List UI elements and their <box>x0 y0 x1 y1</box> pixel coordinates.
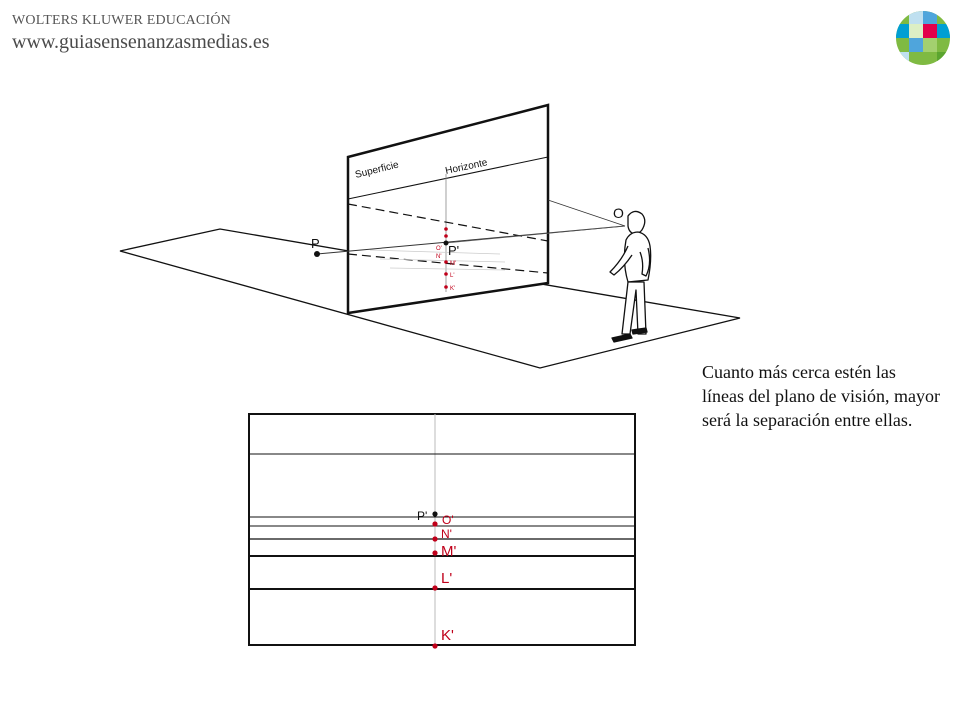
publisher-name: WOLTERS KLUWER EDUCACIÓN <box>12 13 231 28</box>
mark-label-l: L' <box>450 273 454 279</box>
mark-label-k: K' <box>450 286 455 292</box>
observer-line <box>547 199 626 227</box>
elevation-point <box>432 643 438 649</box>
elevation-point-label: L' <box>441 570 452 587</box>
header: WOLTERS KLUWER EDUCACIÓN www.guiasensena… <box>12 13 270 54</box>
label-p: P <box>311 236 320 251</box>
elevation-point-label: O' <box>442 513 454 527</box>
sight-line-lower <box>445 225 626 244</box>
ground-plane <box>119 228 741 369</box>
elevation-point <box>432 585 438 591</box>
elevation-point-label: P' <box>417 509 427 523</box>
elevation-point <box>432 536 438 542</box>
dashed-line-lower <box>347 253 549 274</box>
elevation-point <box>432 521 438 527</box>
website-link[interactable]: www.guiasensenanzasmedias.es <box>12 31 270 53</box>
elevation-point <box>432 511 438 517</box>
mark-label-n: N' <box>436 254 441 260</box>
horizon-line <box>347 156 549 200</box>
elevation-point <box>432 550 438 556</box>
picture-plane <box>346 103 550 315</box>
point-p <box>314 251 320 257</box>
elevation-point-label: N' <box>441 527 452 541</box>
elevation-point-label: K' <box>441 627 454 644</box>
observer-figure-icon <box>609 210 652 343</box>
elevation-point-label: M' <box>441 543 456 560</box>
elevation-frame <box>248 413 636 646</box>
elevation-lines: P' O'N' M' L' K' <box>249 509 635 649</box>
mark-label-o: O' <box>436 246 442 252</box>
label-p-prime: P' <box>448 243 459 258</box>
dashed-line-upper <box>347 203 549 242</box>
point-p-prime <box>443 240 449 246</box>
mark-label-m: M' <box>450 261 456 267</box>
small-marks <box>444 227 448 289</box>
caption-text: Cuanto más cerca estén las líneas del pl… <box>702 362 940 430</box>
faint-ground-lines <box>369 249 506 271</box>
wolters-kluwer-logo-icon <box>896 11 950 65</box>
label-o: O <box>613 205 624 221</box>
